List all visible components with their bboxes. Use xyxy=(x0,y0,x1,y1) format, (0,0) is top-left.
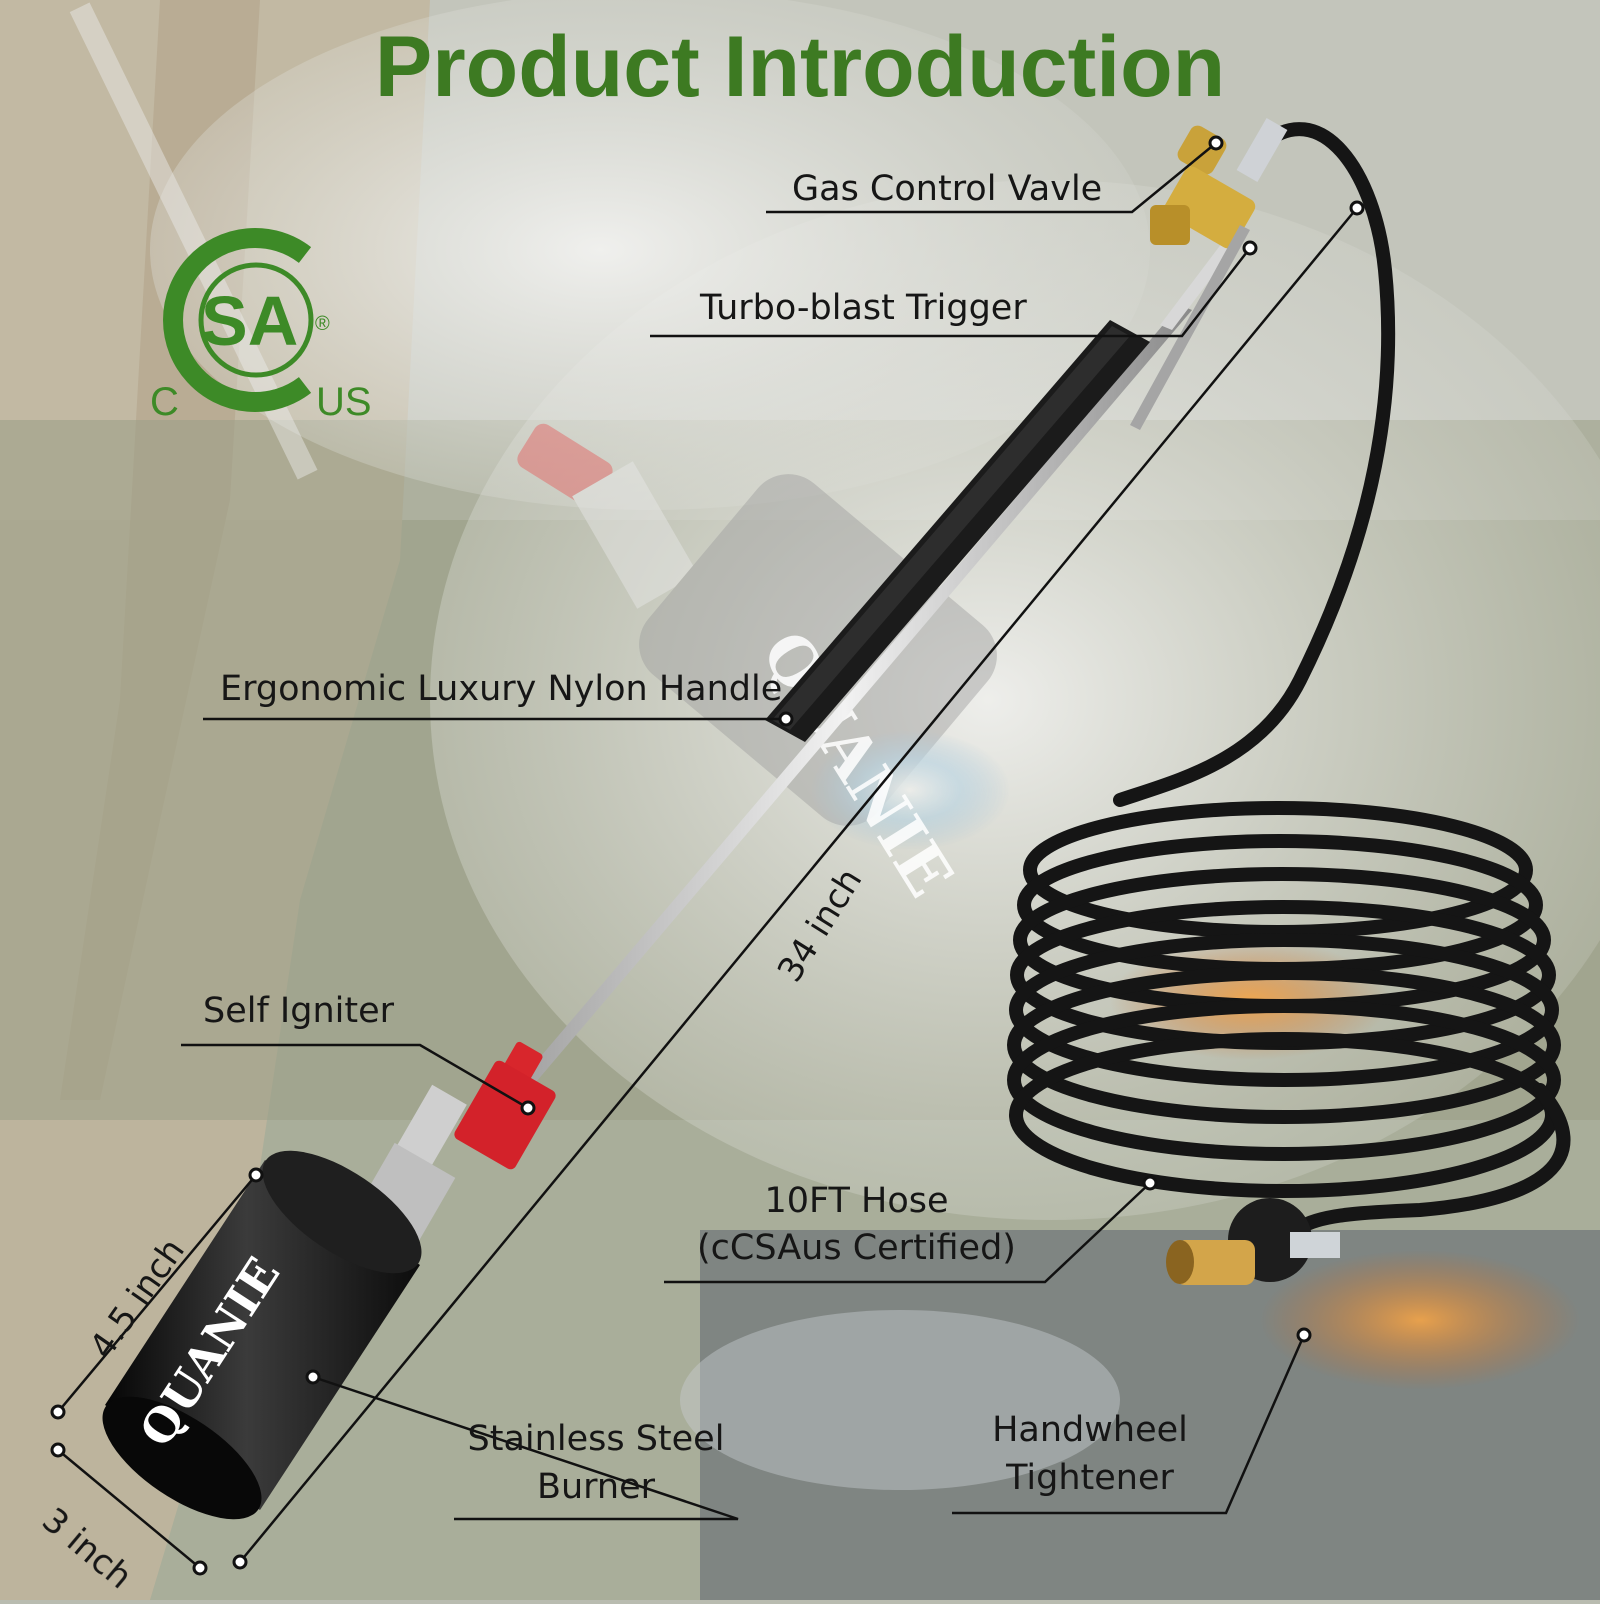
label-gas-control-valve: Gas Control Vavle xyxy=(792,169,1103,209)
leader-dots xyxy=(50,135,1365,1576)
label-hose-line1: 10FT Hose xyxy=(764,1181,949,1221)
label-handwheel-line1: Handwheel xyxy=(992,1410,1188,1450)
csa-logo-left-text: C xyxy=(150,380,179,424)
label-turbo-blast-trigger: Turbo-blast Trigger xyxy=(700,288,1027,328)
torch-wand xyxy=(496,235,1240,1115)
registered-mark: ® xyxy=(315,313,330,335)
label-handwheel-line2: Tightener xyxy=(1006,1458,1174,1498)
hose xyxy=(1007,122,1571,1235)
label-burner-line2: Burner xyxy=(536,1467,656,1507)
handwheel-tightener xyxy=(1166,1198,1340,1285)
csa-seal-text: SA xyxy=(201,282,298,360)
self-igniter-part xyxy=(354,1041,556,1248)
leader-lines xyxy=(57,142,1358,1569)
page-title: Product Introduction xyxy=(374,19,1226,115)
label-burner-line1: Stainless Steel xyxy=(467,1419,725,1459)
label-self-igniter: Self Igniter xyxy=(203,991,395,1031)
label-handle: Ergonomic Luxury Nylon Handle xyxy=(220,669,783,709)
csa-logo-right-text: US xyxy=(316,380,372,424)
label-hose-line2: (cCSAus Certified) xyxy=(697,1228,1016,1268)
csa-logo: SA ® xyxy=(163,228,330,412)
burner xyxy=(102,1150,422,1520)
